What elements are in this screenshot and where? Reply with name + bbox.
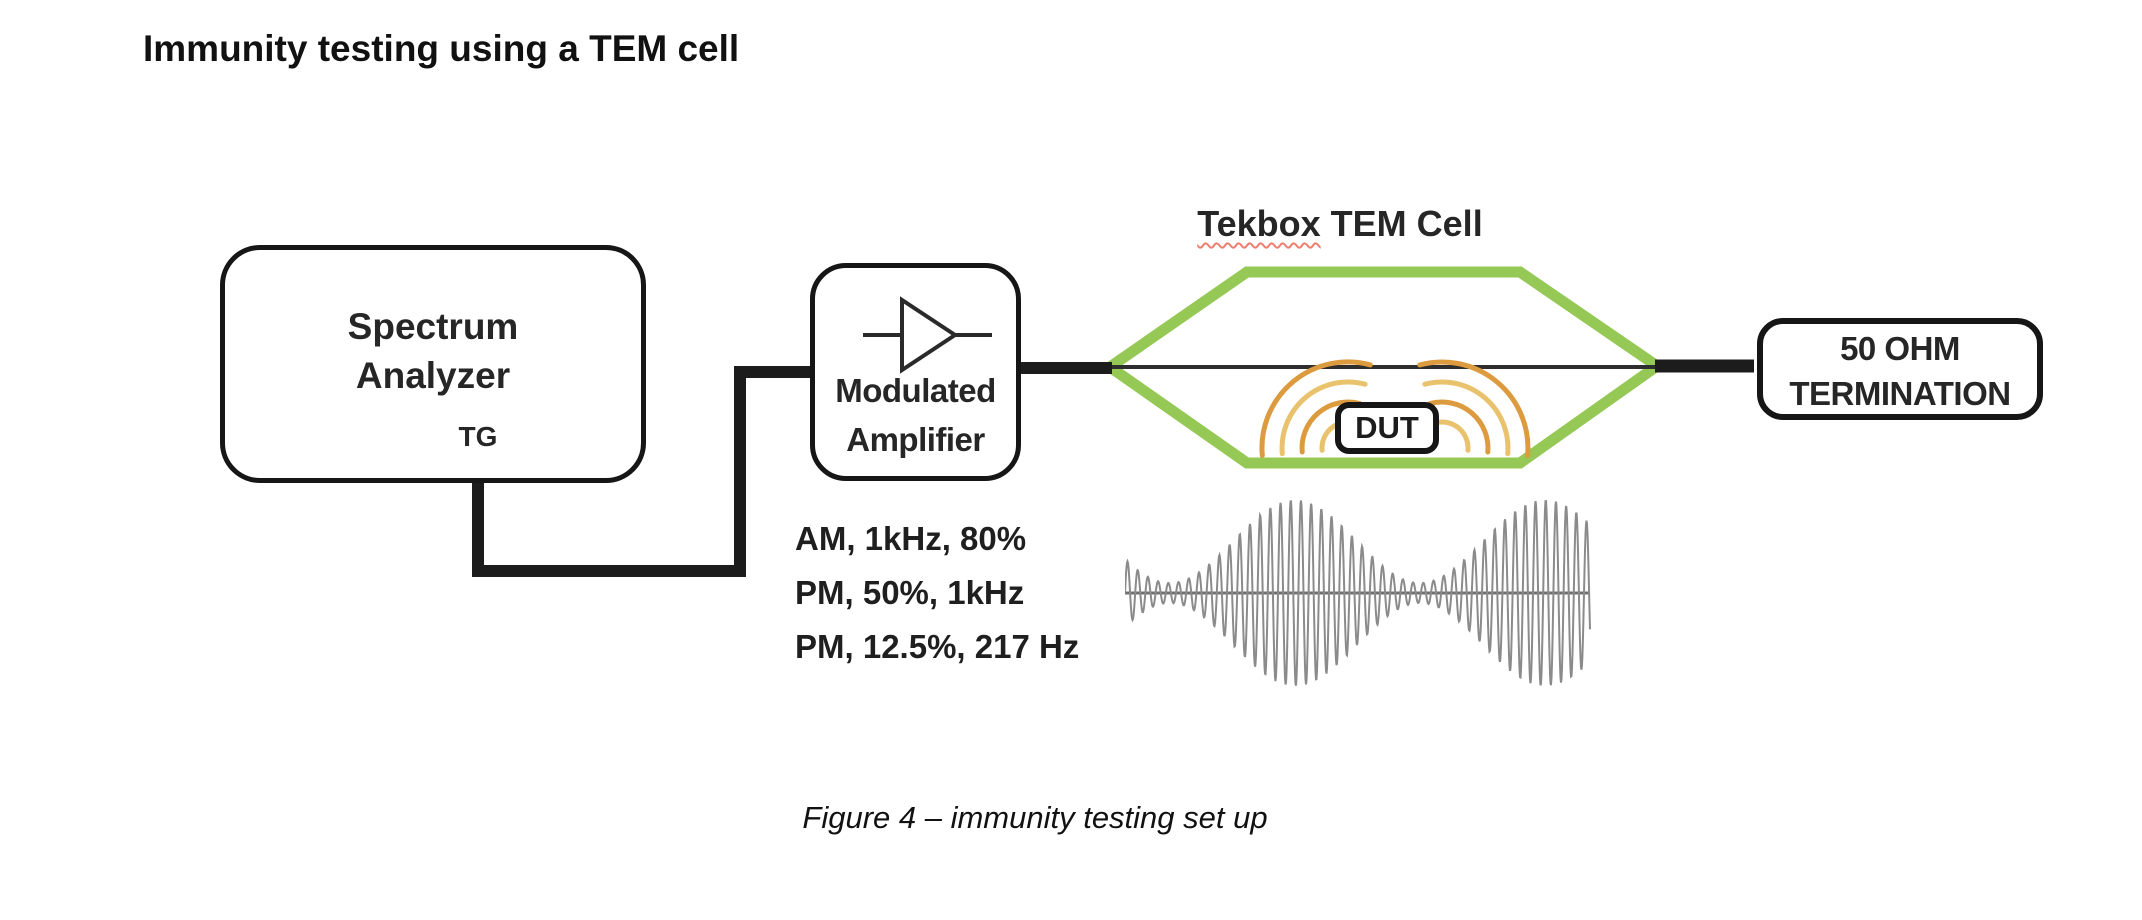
modulation-setting-pm-50: PM, 50%, 1kHz [795, 574, 1025, 611]
radio-waves-right-icon [1417, 359, 1531, 458]
modulated-amplifier-label-line2: Amplifier [846, 421, 985, 458]
spectrum-analyzer-label-line1: Spectrum [347, 306, 519, 347]
tem-cell-title: Tekbox TEM Cell [1180, 203, 1500, 245]
termination-label-line1: 50 OHM [1840, 330, 1960, 367]
amplifier-icon [863, 296, 992, 374]
modulation-settings-list: AM, 1kHz, 80% PM, 50%, 1kHz PM, 12.5%, 2… [795, 512, 1079, 674]
termination-box: 50 OHM TERMINATION [1757, 318, 2043, 420]
wire-analyzer-to-amplifier [472, 366, 814, 577]
spectrum-analyzer-box: Spectrum Analyzer TG [220, 245, 646, 483]
spectrum-analyzer-label: Spectrum Analyzer [225, 302, 641, 400]
tracking-generator-port-label: TG [458, 421, 498, 452]
termination-label-line2: TERMINATION [1789, 375, 2011, 412]
modulation-setting-pm-12: PM, 12.5%, 217 Hz [795, 628, 1080, 665]
modulation-setting-am: AM, 1kHz, 80% [795, 520, 1027, 557]
modulated-amplifier-label: Modulated Amplifier [815, 366, 1016, 464]
tem-cell-brand-name: Tekbox [1197, 203, 1321, 244]
dut-box: DUT [1335, 402, 1439, 454]
spectrum-analyzer-label-line2: Analyzer [355, 355, 511, 396]
waveform-trace [1125, 500, 1591, 686]
termination-label: 50 OHM TERMINATION [1763, 326, 2037, 416]
tem-cell-title-rest: TEM Cell [1320, 203, 1483, 244]
modulated-amplifier-label-line1: Modulated [835, 372, 996, 409]
am-waveform-image [1125, 500, 1591, 686]
figure-caption: Figure 4 – immunity testing set up [802, 800, 1268, 835]
page-title: Immunity testing using a TEM cell [143, 28, 740, 69]
modulated-amplifier-box: Modulated Amplifier [810, 263, 1021, 481]
